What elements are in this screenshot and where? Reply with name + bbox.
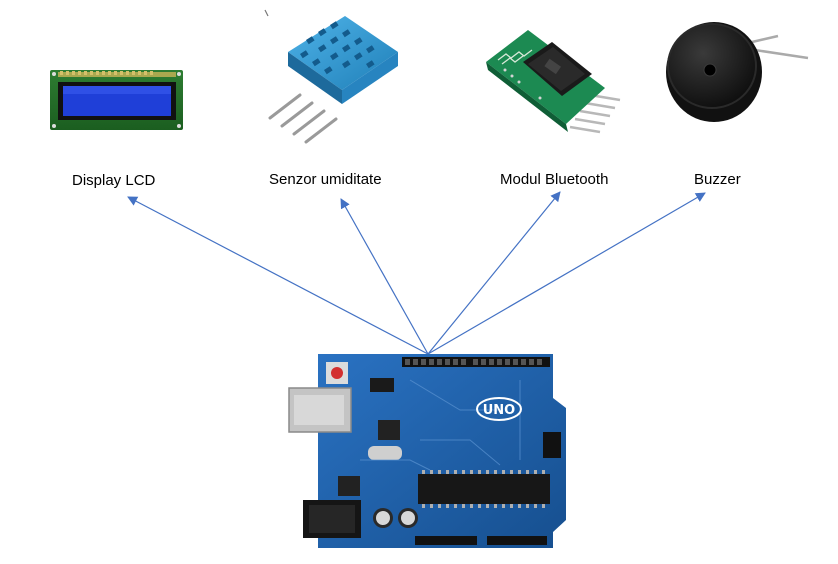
lcd-display-icon xyxy=(50,70,183,130)
buzzer-icon xyxy=(666,22,809,122)
label-buzzer: Buzzer xyxy=(694,171,741,188)
dht-sensor-icon xyxy=(264,9,398,144)
arrow-to-modul-bluetooth xyxy=(427,191,561,355)
arrow-to-display-lcd xyxy=(127,196,429,355)
connection-arrows xyxy=(127,191,706,355)
label-modul-bluetooth: Modul Bluetooth xyxy=(500,171,608,188)
uno-logo-text: UNO xyxy=(483,403,516,418)
arrow-to-buzzer xyxy=(427,192,706,355)
arrow-to-senzor-umiditate xyxy=(340,198,429,355)
bluetooth-module-icon xyxy=(486,30,621,134)
uno-logo: UNO xyxy=(476,397,522,421)
arduino-uno-board-icon: UNO xyxy=(288,354,566,548)
label-senzor-umiditate: Senzor umiditate xyxy=(269,171,382,188)
label-display-lcd: Display LCD xyxy=(72,172,156,189)
